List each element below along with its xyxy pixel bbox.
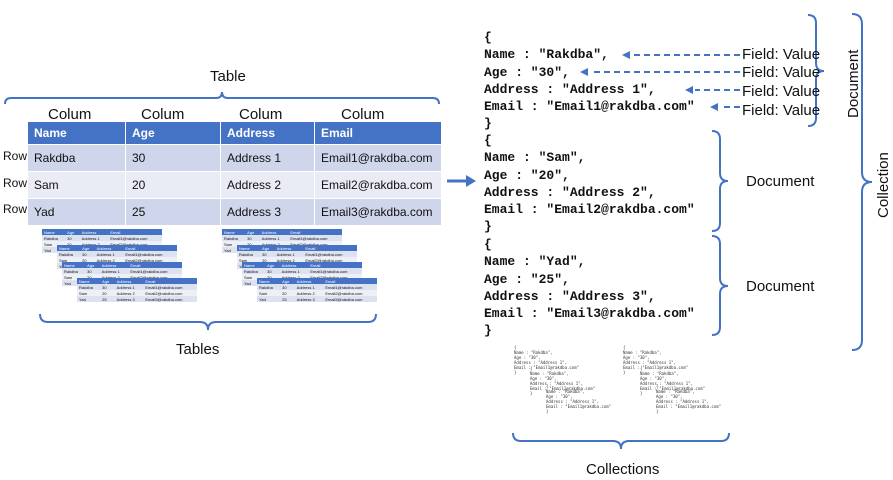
mini-document: { Name : "Rakdba", Age : "30", Address :…	[546, 384, 612, 414]
tables-brace	[39, 313, 377, 331]
header-cell: Email	[314, 122, 442, 145]
code-line: {	[484, 133, 492, 148]
code-line: {	[484, 30, 492, 45]
column-label: Colum	[141, 106, 185, 123]
field-value-label: Field: Value	[742, 46, 821, 63]
tables-label: Tables	[176, 341, 220, 358]
data-table: Name Age Address Email Rakdba 30 Address…	[28, 122, 442, 225]
mini-document: { Name : "Rakdba", Age : "30", Address :…	[530, 366, 596, 396]
code-line: Address : "Address 1",	[484, 81, 656, 97]
cell: Email3@rakdba.com	[314, 198, 442, 225]
cell: 20	[125, 171, 221, 199]
field-value-label: Field: Value	[742, 83, 821, 100]
document-vertical-label: Document	[845, 49, 862, 118]
row-label: Row	[3, 202, 28, 216]
document-label: Document	[746, 278, 815, 295]
document-2: { Name : "Sam", Age : "20", Address : "A…	[484, 132, 695, 236]
mini-document: { Name : "Rakdba", Age : "30", Address :…	[656, 384, 722, 414]
table-row: Sam 20 Address 2 Email2@rakdba.com	[28, 171, 442, 199]
row-label: Row	[3, 176, 28, 190]
column-label: Colum	[239, 106, 283, 123]
field-value-brace	[807, 14, 825, 127]
code-line: }	[484, 116, 492, 132]
code-line: Age : "30",	[484, 64, 570, 80]
mini-document: { Name : "Rakdba", Age : "30", Address :…	[514, 345, 580, 375]
table-row: Rakdba 30 Address 1 Email1@rakdba.com	[28, 144, 442, 172]
collection-vertical-label: Collection	[875, 152, 892, 218]
code-line: Address : "Address 2",	[484, 184, 656, 200]
header-cell: Age	[125, 122, 221, 145]
code-line: }	[484, 323, 492, 339]
table-header-row: Name Age Address Email	[28, 122, 442, 145]
table-row: Yad 25 Address 3 Email3@rakdba.com	[28, 198, 442, 225]
cell: Rakdba	[28, 144, 126, 172]
code-line: Email : "Email1@rakdba.com"	[484, 99, 695, 115]
code-line: {	[484, 237, 492, 252]
cell: 25	[125, 198, 221, 225]
cell: Address 1	[220, 144, 315, 172]
mini-document: { Name : "Rakdba", Age : "30", Address :…	[623, 345, 689, 375]
cell: Email2@rakdba.com	[314, 171, 442, 199]
row-label: Row	[3, 149, 28, 163]
field-value-label: Field: Value	[742, 64, 821, 81]
cell: Address 2	[220, 171, 315, 199]
code-line: Name : "Yad",	[484, 254, 586, 270]
code-line: Age : "25",	[484, 271, 570, 287]
document-1: { Name : "Rakdba", Age : "30", Address :…	[484, 29, 695, 133]
code-line: Name : "Sam",	[484, 150, 586, 166]
code-line: Address : "Address 3",	[484, 288, 656, 304]
cell: Address 3	[220, 198, 315, 225]
cell: 30	[125, 144, 221, 172]
document-3: { Name : "Yad", Age : "25", Address : "A…	[484, 236, 695, 340]
code-line: Age : "20",	[484, 167, 570, 183]
document-label: Document	[746, 173, 815, 190]
code-line: }	[484, 219, 492, 235]
document-brace-2	[711, 130, 729, 232]
mini-document: { Name : "Rakdba", Age : "30", Address :…	[640, 366, 706, 396]
column-label: Colum	[48, 106, 92, 123]
collections-brace	[512, 432, 730, 450]
header-cell: Address	[220, 122, 315, 145]
table-label: Table	[210, 68, 246, 85]
code-line: Email : "Email3@rakdba.com"	[484, 306, 695, 322]
collections-label: Collections	[586, 461, 660, 478]
cell: Sam	[28, 171, 126, 199]
cell: Yad	[28, 198, 126, 225]
column-label: Colum	[341, 106, 385, 123]
code-line: Name : "Rakdba",	[484, 47, 609, 63]
table-brace	[4, 91, 440, 105]
header-cell: Name	[28, 122, 126, 145]
field-value-label: Field: Value	[742, 102, 821, 119]
document-brace-3	[711, 235, 729, 336]
code-line: Email : "Email2@rakdba.com"	[484, 202, 695, 218]
collection-brace	[851, 13, 873, 351]
cell: Email1@rakdba.com	[314, 144, 442, 172]
